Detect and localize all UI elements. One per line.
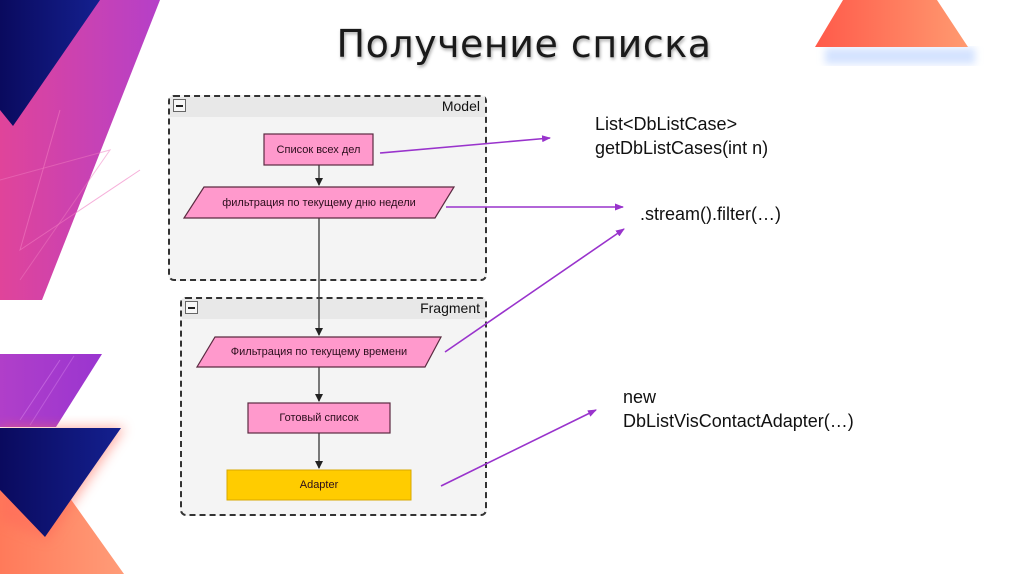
navy-triangle-top (0, 0, 100, 126)
navy-triangle-bottom (0, 428, 121, 537)
purple-band-shape (0, 354, 102, 427)
node-label-ready-list: Готовый список (279, 412, 359, 424)
group-label-fragment: Fragment (420, 300, 480, 316)
node-adapter (226, 469, 412, 501)
connector-arrow (444, 228, 625, 353)
annotation-line: DbListVisContactAdapter(…) (623, 411, 854, 431)
node-label-filter-day: фильтрация по текущему дню недели (222, 196, 416, 209)
connector-arrow (440, 409, 597, 487)
group-header (170, 97, 485, 117)
node-ready-list (247, 402, 391, 434)
node-filter-time (195, 336, 442, 368)
annotation-line: List<DbListCase> (595, 114, 738, 134)
minus-icon[interactable] (173, 99, 186, 112)
annotation-new-adapter: new DbListVisContactAdapter(…) (623, 385, 854, 433)
annotation-stream-filter: .stream().filter(…) (640, 202, 781, 226)
connector-arrow (379, 135, 551, 154)
group-label-model: Model (441, 98, 480, 114)
node-label-filter-time: Фильтрация по текущему времени (230, 346, 408, 358)
node-all-cases (263, 133, 374, 166)
annotation-line: getDbListCases(int n) (595, 138, 769, 158)
annotation-get-cases: List<DbListCase> getDbListCases(int n) (595, 112, 768, 160)
node-label-adapter: Adapter (299, 479, 339, 491)
group-header (182, 299, 485, 319)
slide-title: Получение списка (336, 22, 712, 66)
node-filter-day (182, 186, 456, 219)
minus-icon[interactable] (185, 301, 198, 314)
node-label-all-cases: Список всех дел (276, 143, 361, 156)
annotation-line: .stream().filter(…) (640, 204, 781, 224)
annotation-line: new (623, 387, 657, 407)
orange-trapezoid-top-right (815, 0, 968, 47)
